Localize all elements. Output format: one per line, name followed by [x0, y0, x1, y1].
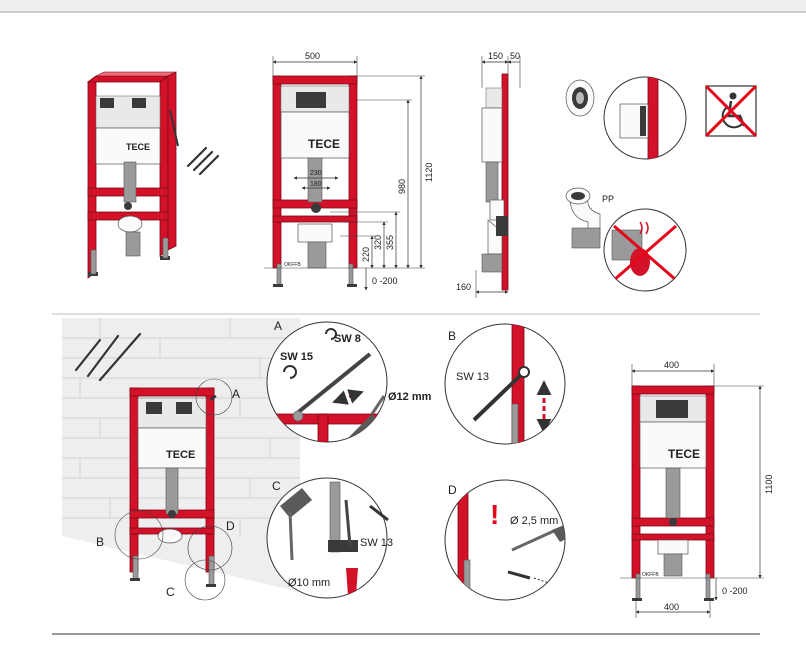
small-logo-text: TECE — [668, 447, 700, 461]
wrench-15-icon — [283, 365, 297, 379]
callout-circle-a — [195, 378, 233, 416]
dim-180: 180 — [310, 181, 322, 188]
pp-pipe-elbow — [565, 187, 601, 249]
detail-circle-d — [444, 479, 566, 601]
detail-c-sw13: SW 13 — [360, 537, 393, 549]
small-dim-height: 1100 — [764, 475, 774, 494]
detail-a-sw8: SW 8 — [334, 333, 361, 345]
front-floor-label: OKFFB — [284, 262, 301, 268]
wrench-8-icon — [325, 328, 337, 340]
scene-label-c: C — [166, 585, 175, 599]
dim-depth-150: 150 — [488, 51, 503, 61]
callout-circle-c — [184, 559, 226, 601]
detail-b-sw13: SW 13 — [456, 371, 489, 383]
isometric-frame-view — [86, 71, 179, 279]
detail-c-art — [280, 481, 358, 596]
dim-1120: 1120 — [424, 163, 434, 182]
small-floor-range: 0 -200 — [722, 586, 748, 596]
callout-circle-d — [187, 525, 233, 571]
no-disabled-use-icon — [704, 84, 758, 138]
front-logo-text: TECE — [308, 137, 340, 151]
detail-d-drill-diameter: Ø 2,5 mm — [510, 515, 558, 527]
header-bar — [0, 0, 806, 12]
dim-depth-50: 50 — [510, 51, 520, 61]
scene-label-d: D — [226, 519, 235, 533]
iso-logo-text: TECE — [126, 142, 150, 152]
dim-width-500: 500 — [305, 51, 320, 61]
detail-a-sw15: SW 15 — [280, 351, 313, 363]
detail-circle-b — [444, 323, 566, 445]
small-dim-width-top: 400 — [664, 360, 679, 370]
detail-c-drill-diameter: Ø10 mm — [288, 577, 330, 589]
dim-320: 320 — [373, 235, 383, 250]
detail-a-letter: A — [274, 319, 282, 333]
scene-label-a: A — [232, 387, 240, 401]
no-heat-icon — [611, 221, 677, 282]
dim-230: 230 — [310, 170, 322, 177]
detail-b-art — [472, 324, 552, 444]
detail-a-drill-diameter: Ø12 mm — [388, 391, 432, 403]
bolt-set-icon — [186, 146, 220, 176]
detail-b-letter: B — [448, 329, 456, 343]
detail-c-letter: C — [272, 479, 281, 493]
dim-220: 220 — [361, 247, 371, 262]
front-view-frame — [272, 75, 358, 287]
small-dim-width-bottom: 400 — [664, 602, 679, 612]
side-view-frame — [481, 73, 509, 291]
pipe-ring-detail — [565, 79, 595, 117]
mounted-frame — [129, 387, 217, 587]
dim-980: 980 — [397, 179, 407, 194]
wrench-13-icon — [369, 504, 389, 522]
front-floor-range: 0 -200 — [372, 276, 398, 286]
small-floor-label: OKFFB — [642, 572, 659, 578]
callout-circle-b — [114, 510, 164, 560]
dim-355: 355 — [385, 235, 395, 250]
pp-label: PP — [602, 194, 614, 204]
scene-logo-text: TECE — [166, 449, 195, 461]
detail-d-letter: D — [448, 483, 457, 497]
small-front-view-frame — [631, 385, 715, 601]
bolts-scene-icon — [74, 332, 142, 382]
dim-offset-160: 160 — [456, 282, 471, 292]
scene-label-b: B — [96, 535, 104, 549]
warning-icon: ! — [490, 499, 499, 530]
